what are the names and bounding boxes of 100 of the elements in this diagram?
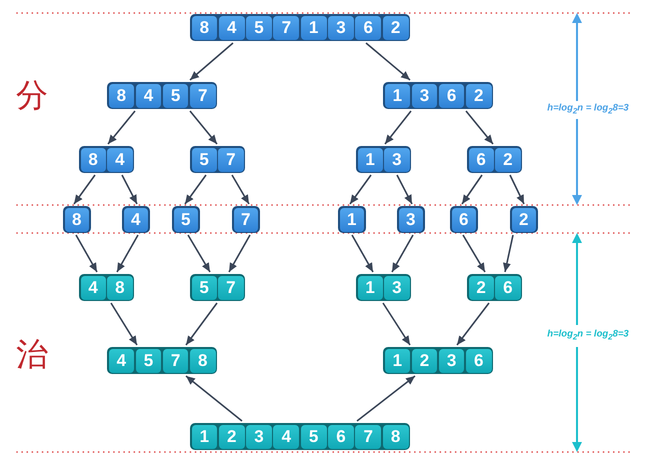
arrow (107, 110, 136, 144)
number-array (107, 347, 217, 374)
phase-label: 治 (16, 337, 48, 372)
number-tile: 4 (124, 208, 148, 232)
number-tile: 3 (384, 276, 410, 300)
arrow (121, 174, 138, 204)
number-tile: 7 (355, 424, 382, 448)
number-tile: 7 (190, 84, 216, 108)
number-tile: 7 (273, 16, 300, 40)
number-tile: 2 (495, 148, 520, 172)
arrow (365, 42, 411, 81)
number-tile: 8 (382, 424, 408, 448)
number-tile: 5 (136, 348, 162, 372)
arrow (189, 110, 218, 144)
arrow (110, 302, 138, 346)
number-array (190, 14, 410, 41)
number-tile: 2 (468, 276, 494, 300)
arrow (465, 110, 494, 144)
arrow (396, 174, 413, 204)
number-array (467, 146, 522, 173)
number-array (107, 82, 217, 109)
number-tile: 2 (412, 348, 438, 372)
arrow (75, 234, 98, 272)
number-tile: 1 (340, 208, 364, 232)
number-tile: 6 (452, 208, 476, 232)
number-tile: 6 (438, 84, 464, 108)
arrow (228, 234, 251, 272)
number-tile: 7 (218, 276, 244, 300)
number-array (79, 146, 134, 173)
arrow (349, 174, 372, 204)
arrow (187, 234, 211, 272)
number-tile: 3 (438, 348, 464, 372)
number-tile: 4 (218, 16, 245, 40)
arrow (351, 234, 374, 272)
arrow (186, 375, 242, 422)
number-array (356, 274, 411, 301)
number-tile: 3 (246, 424, 272, 448)
number-array (383, 82, 493, 109)
arrow (391, 234, 414, 272)
number-tile: 6 (355, 16, 382, 40)
arrow (185, 302, 218, 346)
dimension-label: h=log$_{2}$n = log$_{2}$8=3 (547, 330, 629, 342)
arrow (509, 174, 525, 204)
number-tile: 4 (80, 276, 106, 300)
number-array (190, 423, 410, 450)
number-tile: 7 (234, 208, 258, 232)
number-tile: 5 (192, 276, 217, 300)
number-tile: 8 (64, 208, 89, 232)
arrow (73, 174, 96, 204)
number-tile: 8 (192, 16, 218, 40)
number-tile: 8 (108, 84, 134, 108)
arrow (116, 234, 139, 272)
number-tile: 6 (466, 348, 492, 372)
number-tile: 8 (190, 348, 216, 372)
arrow (456, 302, 490, 346)
number-tile: 1 (384, 84, 410, 108)
number-tile: 1 (192, 424, 218, 448)
number-tile: 3 (398, 208, 423, 232)
number-tile: 3 (328, 16, 354, 40)
number-array (190, 274, 245, 301)
number-tile: 6 (495, 276, 520, 300)
arrow (503, 234, 514, 272)
arrow (382, 302, 411, 346)
number-tile: 5 (192, 148, 217, 172)
number-tile: 1 (300, 16, 327, 40)
number-array (79, 274, 134, 301)
number-tile: 1 (384, 348, 410, 372)
arrow (189, 42, 234, 81)
arrow (461, 174, 483, 204)
number-tile: 3 (412, 84, 438, 108)
number-tile: 2 (466, 84, 492, 108)
number-tile: 8 (80, 148, 106, 172)
number-tile: 7 (162, 348, 188, 372)
number-tile: 6 (468, 148, 494, 172)
number-array (190, 146, 245, 173)
number-tile: 4 (108, 348, 134, 372)
number-array (383, 347, 493, 374)
phase-label: 分 (16, 78, 48, 114)
arrow (231, 174, 250, 204)
number-tile: 6 (328, 424, 354, 448)
number-tile: 1 (358, 148, 383, 172)
number-tile: 5 (174, 208, 198, 232)
number-tile: 2 (512, 208, 536, 232)
arrow (462, 234, 486, 272)
number-array (356, 146, 411, 173)
number-tile: 8 (107, 276, 132, 300)
number-tile: 4 (136, 84, 162, 108)
number-array (467, 274, 522, 301)
dimension-label: h=log$_{2}$n = log$_{2}$8=3 (547, 104, 629, 116)
number-tile: 2 (218, 424, 245, 448)
number-tile: 5 (246, 16, 272, 40)
number-tile: 3 (384, 148, 410, 172)
arrow (384, 110, 412, 144)
number-tile: 2 (382, 16, 408, 40)
arrow (184, 174, 207, 204)
number-tile: 5 (300, 424, 327, 448)
number-tile: 4 (273, 424, 300, 448)
number-tile: 5 (162, 84, 188, 108)
number-tile: 7 (218, 148, 244, 172)
number-tile: 1 (358, 276, 383, 300)
